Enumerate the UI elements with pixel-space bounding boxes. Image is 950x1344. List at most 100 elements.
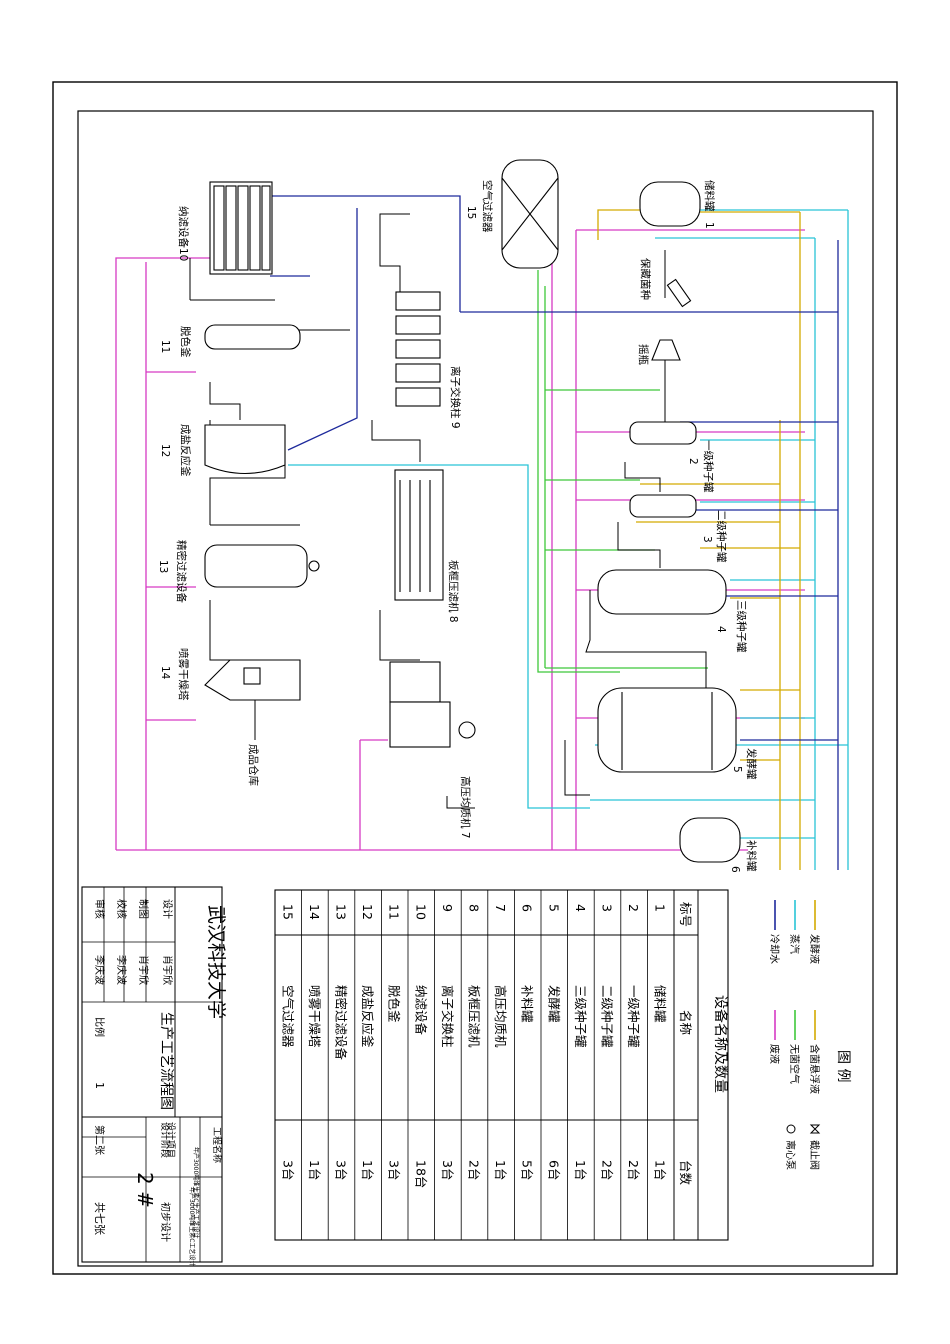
legend-label-ferment: 发酵液 xyxy=(808,934,821,964)
table-cell-name: 三级种子罐 xyxy=(573,985,588,1048)
label-seed1: 一级种子罐 xyxy=(702,440,715,493)
table-cell-name: 纳滤设备 xyxy=(413,985,428,1036)
table-cell-qty: 3台 xyxy=(280,1160,295,1180)
role-name: 肖宇欣 xyxy=(137,955,150,985)
project-value: 年产3000吨维生素C生产工艺设计 xyxy=(192,1147,200,1238)
label-fine-filter: 精密过滤设备 xyxy=(175,540,188,603)
table-cell-name: 补料罐 xyxy=(520,985,535,1023)
role-label: 校核 xyxy=(115,899,128,919)
label-sterile-seed: 保藏菌种 xyxy=(639,258,652,300)
label-fermenter-no: 5 xyxy=(731,766,743,773)
label-seed3: 三级种子罐 xyxy=(735,600,748,653)
table-cell-qty: 3台 xyxy=(387,1160,402,1180)
salt-reactor-vessel xyxy=(204,424,286,475)
ion-exchange-group xyxy=(395,291,441,407)
table-cell-qty: 1台 xyxy=(493,1160,508,1180)
table-cell-no: 5 xyxy=(546,904,561,912)
label-ion-exchange: 离子交换柱 9 xyxy=(449,366,462,429)
col-header-name: 名称 xyxy=(678,1010,693,1035)
table-cell-qty: 2台 xyxy=(467,1160,482,1180)
label-storage-tank: 储料罐 xyxy=(703,180,716,212)
pump-icon xyxy=(786,1124,796,1134)
sheet-number: 第二张 xyxy=(93,1125,106,1155)
stage-label: 设计阶段 xyxy=(159,1122,171,1158)
label-nanofilter: 纳滤设备10 xyxy=(177,206,190,261)
label-seed2-no: 3 xyxy=(701,536,713,543)
drawing-title: 生产工艺流程图 xyxy=(158,1012,174,1110)
table-cell-qty: 3台 xyxy=(440,1160,455,1180)
seed1-vessel xyxy=(629,421,697,445)
label-spray-dryer-no: 14 xyxy=(159,666,171,680)
table-cell-no: 14 xyxy=(307,904,322,920)
item-value: 年产3000吨维生素C工艺设计 xyxy=(188,1187,196,1266)
valve-icon xyxy=(809,1124,821,1134)
legend-label-steam: 蒸汽 xyxy=(788,934,801,954)
school-name: 武汉科技大学 xyxy=(205,905,227,1019)
air-filter-vessel xyxy=(501,159,559,269)
table-cell-no: 9 xyxy=(440,904,455,912)
table-cell-no: 13 xyxy=(334,904,349,920)
table-cell-name: 二级种子罐 xyxy=(600,985,615,1048)
equipment-table-title: 设备名称及数量 xyxy=(712,995,729,1093)
label-air-filter-no: 15 xyxy=(465,206,477,219)
table-cell-name: 发酵罐 xyxy=(546,985,561,1023)
label-feed-tank: 补料罐 xyxy=(745,840,758,872)
outer-border xyxy=(52,81,898,1275)
table-cell-name: 高压均质机 xyxy=(493,985,508,1048)
table-cell-name: 储料罐 xyxy=(653,985,668,1023)
equipment xyxy=(204,159,741,863)
label-seed3-no: 4 xyxy=(715,626,727,633)
stage-value: 初步设计 xyxy=(159,1202,172,1242)
table-cell-no: 1 xyxy=(653,904,668,912)
fermenter-vessel xyxy=(597,687,737,773)
table-cell-name: 成盐反应釜 xyxy=(360,985,375,1048)
table-cell-qty: 1台 xyxy=(307,1160,322,1180)
seed3-vessel xyxy=(597,569,727,615)
legend-label-valve: 截止阀 xyxy=(808,1140,821,1170)
col-header-no: 标号 xyxy=(678,902,693,927)
label-salt-reactor: 成盐反应釜 xyxy=(179,424,192,477)
table-cell-no: 3 xyxy=(600,904,615,912)
table-cell-qty: 1台 xyxy=(573,1160,588,1180)
label-decolor-no: 11 xyxy=(159,340,171,353)
table-cell-no: 8 xyxy=(467,904,482,912)
diagram-labels: 储料罐 1 空气过滤器 15 纳滤设备10 保藏菌种 摇瓶 离子交换柱 9 脱色… xyxy=(157,180,758,873)
role-label: 制图 xyxy=(137,899,150,919)
shake-flask xyxy=(651,339,681,361)
label-decolor: 脱色釜 xyxy=(179,326,192,358)
table-cell-name: 板框压滤机 xyxy=(467,985,482,1048)
table-cell-qty: 18台 xyxy=(413,1160,428,1188)
table-cell-no: 11 xyxy=(387,904,402,920)
label-spray-dryer: 喷雾干燥塔 xyxy=(177,648,190,701)
fine-filter-vessel xyxy=(204,544,308,588)
scale-value: 1 xyxy=(93,1082,106,1089)
role-label: 设计 xyxy=(161,899,174,919)
label-feed-tank-no: 6 xyxy=(729,866,741,873)
legend-label-cooling: 冷却水 xyxy=(768,934,781,964)
role-label: 审核 xyxy=(93,899,106,919)
role-name: 李庆波 xyxy=(93,955,106,985)
table-cell-no: 4 xyxy=(573,904,588,912)
filter-press xyxy=(394,469,444,601)
table-cell-name: 脱色釜 xyxy=(387,985,402,1023)
nanofilter-unit xyxy=(209,181,273,275)
table-cell-name: 精密过滤设备 xyxy=(334,985,349,1061)
title-block: 设计肖宇欣制图肖宇欣校核李庆波审核李庆波武汉科技大学生产工艺流程图比例1工程名称… xyxy=(81,886,227,1266)
label-fermenter: 发酵罐 xyxy=(745,748,758,780)
legend-label-waste: 废液 xyxy=(768,1044,781,1064)
scale-label: 比例 xyxy=(93,1017,106,1037)
table-cell-name: 一级种子罐 xyxy=(626,985,641,1048)
feed-tank-vessel xyxy=(679,817,741,863)
table-cell-no: 15 xyxy=(280,904,295,920)
table-cell-qty: 1台 xyxy=(653,1160,668,1180)
drawing-number: 2 # xyxy=(133,1172,157,1208)
legend-label-seed: 含菌悬浮液 xyxy=(808,1044,821,1094)
table-cell-qty: 1台 xyxy=(360,1160,375,1180)
sheet-total: 共七张 xyxy=(93,1202,106,1235)
table-cell-no: 6 xyxy=(520,904,535,912)
table-cell-no: 10 xyxy=(413,904,428,920)
col-header-qty: 台数 xyxy=(678,1160,693,1186)
table-cell-name: 离子交换柱 xyxy=(440,985,455,1048)
label-seed2: 二级种子罐 xyxy=(715,510,728,563)
